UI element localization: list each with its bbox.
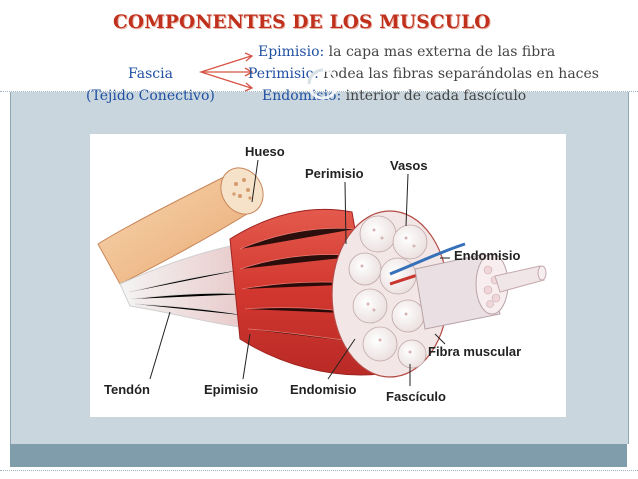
label-vasos: Vasos bbox=[390, 158, 428, 173]
definition-text: rodea las fibras separándolas en haces bbox=[318, 66, 599, 82]
slide-title: COMPONENTES DE LOS MUSCULO bbox=[113, 12, 491, 33]
branch-arrows-icon bbox=[198, 52, 254, 92]
definition-epimisio: Epimisio: la capa mas externa de las fib… bbox=[258, 44, 555, 60]
definition-term: Epimisio: bbox=[258, 44, 325, 60]
footer-divider bbox=[0, 470, 638, 471]
label-endomisio-bottom: Endomisio bbox=[290, 382, 357, 397]
fascia-sublabel: (Tejido Conectivo) bbox=[86, 88, 215, 104]
definition-text: interior de cada fascículo bbox=[341, 88, 527, 104]
definition-perimisio: Perimisio: rodea las fibras separándolas… bbox=[248, 66, 599, 82]
label-fibra-muscular: Fibra muscular bbox=[428, 344, 522, 359]
definition-text: la capa mas externa de las fibra bbox=[324, 44, 556, 60]
label-fasciculo: Fascículo bbox=[386, 389, 446, 404]
label-endomisio-right: Endomisio bbox=[454, 248, 521, 263]
label-tendon: Tendón bbox=[104, 382, 150, 397]
label-perimisio: Perimisio bbox=[305, 166, 364, 181]
definition-endomisio: Endomisio: interior de cada fascículo bbox=[262, 88, 526, 104]
muscle-diagram: Hueso Perimisio Vasos Endomisio Fibra mu… bbox=[90, 134, 566, 417]
footer-band bbox=[10, 444, 627, 467]
header-divider bbox=[0, 91, 638, 92]
label-hueso: Hueso bbox=[245, 144, 285, 159]
spinner-ring-icon bbox=[307, 68, 339, 100]
label-epimisio: Epimisio bbox=[204, 382, 259, 397]
definition-term: Endomisio: bbox=[262, 88, 342, 104]
muscle-illustration bbox=[97, 159, 547, 386]
fascia-label: Fascia bbox=[128, 66, 173, 82]
definition-term: Perimisio: bbox=[248, 66, 319, 82]
